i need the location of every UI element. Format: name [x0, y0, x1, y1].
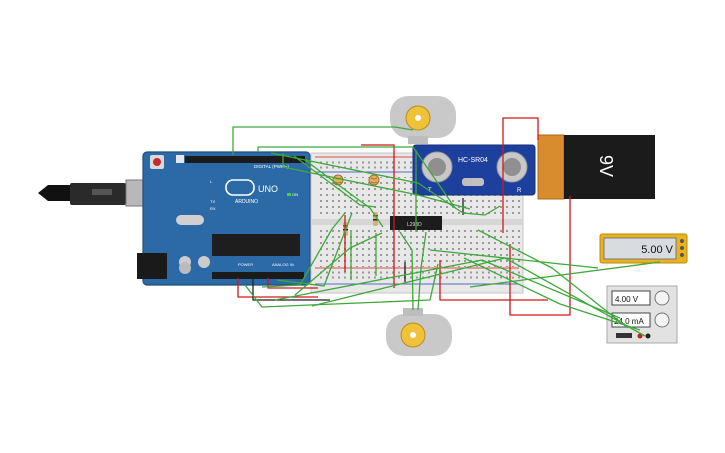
power-label: POWER [238, 262, 253, 267]
ultrasonic-sensor[interactable]: HC-SR04 T R [412, 144, 536, 196]
rx-label: RX [210, 206, 216, 211]
multimeter[interactable]: 5.00 V [599, 233, 688, 264]
dc-motor-bottom[interactable] [386, 308, 452, 356]
l-label: L [210, 179, 213, 184]
power-jack [137, 253, 167, 279]
crystal [176, 215, 204, 225]
ultrasonic-model: HC-SR04 [458, 157, 488, 164]
ultrasonic-r-label: R [517, 188, 522, 194]
battery-9v[interactable]: 9V [537, 134, 655, 200]
dc-motor-top[interactable] [390, 96, 456, 144]
driver-ic-label: L293D [407, 222, 422, 228]
digital-header[interactable] [185, 156, 305, 163]
usb-cable[interactable] [38, 179, 157, 207]
battery-label: 9V [596, 155, 616, 177]
supply-current: 24.0 mA [614, 317, 644, 326]
supply-voltage: 4.00 V [615, 295, 639, 304]
analog-label: ANALOG IN [272, 262, 294, 267]
arduino-logo [225, 179, 255, 196]
arduino-uno-board[interactable]: ARDUINO UNO DIGITAL (PWM~) POWER ANALOG … [137, 151, 311, 286]
arduino-model: UNO [258, 184, 278, 194]
power-analog-header[interactable] [212, 272, 304, 279]
current-knob[interactable] [654, 312, 670, 328]
voltage-knob[interactable] [654, 290, 670, 306]
atmega-chip [212, 234, 300, 256]
wires[interactable] [232, 117, 661, 337]
on-label: ON [292, 192, 298, 197]
digital-label: DIGITAL (PWM~) [254, 164, 289, 169]
photoresistor[interactable] [368, 174, 380, 186]
tx-label: TX [210, 199, 215, 204]
photoresistor[interactable] [332, 174, 344, 186]
arduino-brand: ARDUINO [235, 199, 258, 205]
multimeter-reading: 5.00 V [641, 244, 673, 256]
